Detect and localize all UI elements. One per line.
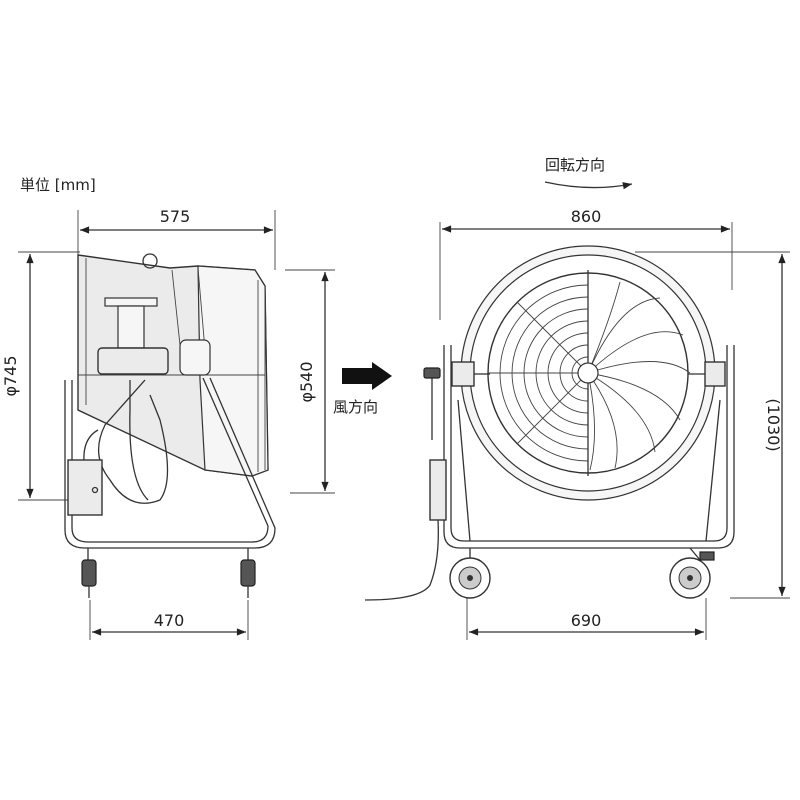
left-pivot-bracket bbox=[451, 361, 475, 387]
side-view: 575 φ745 φ540 470 bbox=[1, 207, 335, 640]
tilt-knob-icon bbox=[423, 367, 441, 440]
rear-caster-icon bbox=[240, 548, 256, 598]
right-wheel-icon bbox=[669, 547, 715, 599]
rotation-arrow-icon bbox=[544, 181, 633, 190]
airflow-indicator: 風方向 bbox=[333, 362, 392, 416]
airflow-arrow-icon bbox=[342, 362, 392, 390]
power-cable bbox=[98, 379, 169, 504]
front-wheelbase-label: 690 bbox=[571, 611, 602, 630]
fan-guard-side bbox=[197, 265, 269, 477]
front-view: 回転方向 860 (1030) 690 bbox=[364, 156, 790, 640]
cart-frame bbox=[64, 377, 276, 549]
fan-blades bbox=[577, 281, 691, 471]
inner-diameter-label: φ540 bbox=[297, 361, 316, 402]
rotation-label: 回転方向 bbox=[545, 156, 605, 174]
units-label: 単位 [mm] bbox=[20, 176, 96, 194]
side-wheelbase-label: 470 bbox=[154, 611, 185, 630]
front-power-cord bbox=[364, 519, 439, 601]
right-pivot-bracket bbox=[704, 361, 726, 387]
fan-hub bbox=[577, 362, 599, 384]
front-switch-box bbox=[429, 459, 447, 521]
lifting-eye-icon bbox=[142, 253, 158, 269]
motor-base bbox=[97, 347, 169, 375]
motor-bearing bbox=[179, 339, 211, 376]
airflow-label: 風方向 bbox=[333, 398, 378, 416]
front-cart-frame bbox=[443, 345, 735, 549]
front-caster-icon bbox=[81, 548, 97, 598]
outer-diameter-label: φ745 bbox=[1, 355, 20, 396]
depth-label: 575 bbox=[160, 207, 191, 226]
height-label: (1030) bbox=[764, 398, 783, 451]
motor-cap bbox=[104, 297, 158, 307]
left-wheel-icon bbox=[449, 548, 491, 599]
width-label: 860 bbox=[571, 207, 602, 226]
motor-body bbox=[117, 305, 145, 349]
